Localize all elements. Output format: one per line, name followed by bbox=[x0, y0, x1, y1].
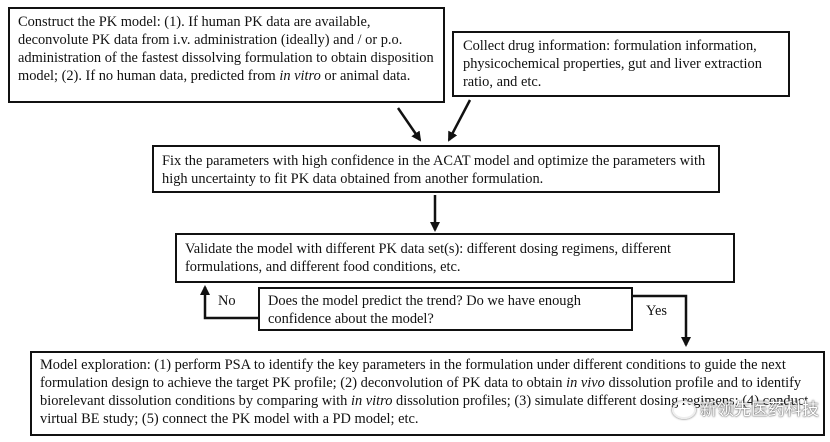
wechat-logo-icon bbox=[672, 401, 696, 419]
validate-box: Validate the model with different PK dat… bbox=[175, 233, 735, 283]
pk-model-text-end: or animal data. bbox=[320, 68, 411, 84]
yes-label: Yes bbox=[646, 303, 667, 319]
predict-trend-box: Does the model predict the trend? Do we … bbox=[258, 287, 633, 331]
pk-model-box: Construct the PK model: (1). If human PK… bbox=[8, 7, 445, 103]
fix-params-text: Fix the parameters with high confidence … bbox=[162, 153, 706, 187]
validate-text: Validate the model with different PK dat… bbox=[185, 241, 671, 275]
drug-info-box: Collect drug information: formulation in… bbox=[452, 31, 790, 97]
arrow-pk-to-fix bbox=[396, 107, 422, 142]
arrow-yes-path bbox=[633, 294, 691, 347]
fix-params-box: Fix the parameters with high confidence … bbox=[152, 145, 720, 193]
exploration-italic-in-vitro: in vitro bbox=[350, 393, 393, 409]
exploration-text-3: dissolution profiles; (3) simulate diffe… bbox=[40, 393, 809, 427]
drug-info-text: Collect drug information: formulation in… bbox=[463, 38, 762, 90]
no-label: No bbox=[218, 293, 236, 309]
predict-trend-text: Does the model predict the trend? Do we … bbox=[268, 293, 581, 327]
watermark: 新领先医药科技 bbox=[672, 395, 819, 420]
watermark-text: 新领先医药科技 bbox=[700, 400, 819, 420]
pk-model-text: Construct the PK model: (1). If human PK… bbox=[18, 14, 434, 84]
arrow-info-to-fix bbox=[447, 99, 472, 142]
pk-model-italic: in vitro bbox=[279, 68, 321, 84]
exploration-text-2: dissolution profile and to identify bior… bbox=[40, 375, 802, 409]
arrow-no-loop bbox=[200, 285, 258, 320]
exploration-italic-in-vivo: in vivo bbox=[566, 375, 605, 391]
exploration-text: Model exploration: (1) perform PSA to id… bbox=[40, 357, 786, 391]
model-exploration-box: Model exploration: (1) perform PSA to id… bbox=[30, 351, 825, 436]
